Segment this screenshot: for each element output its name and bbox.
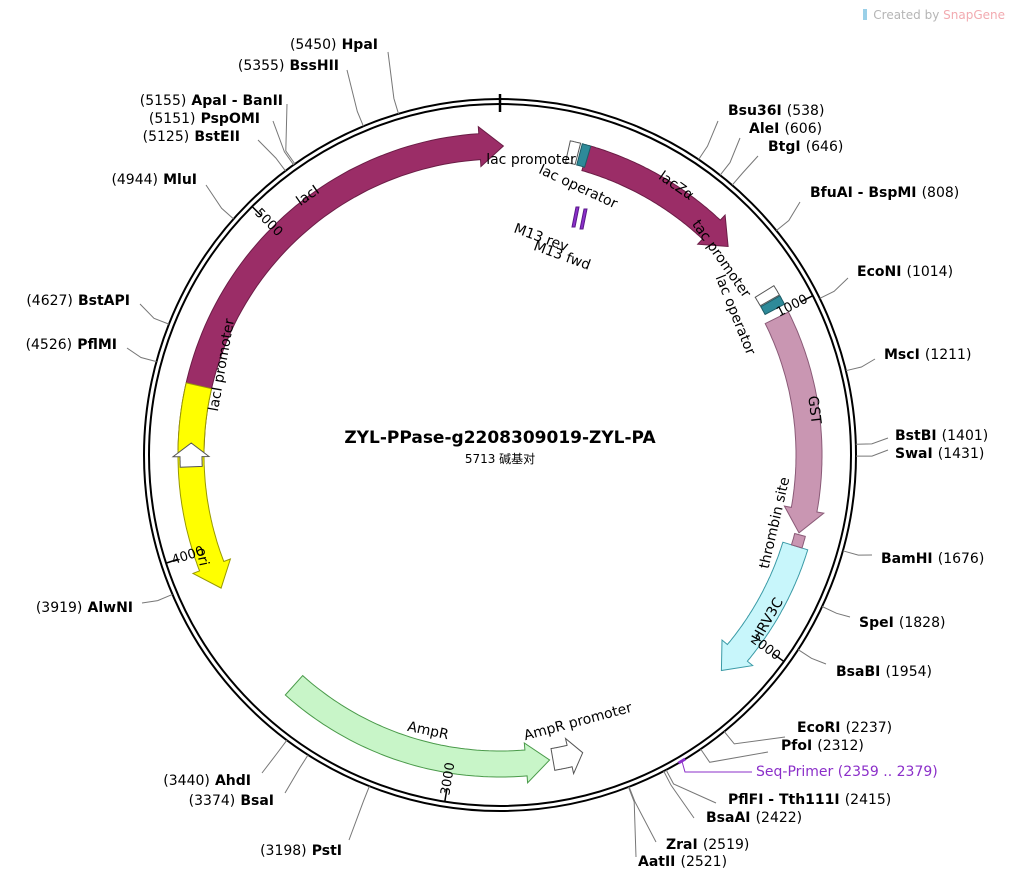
site-label-left-1[interactable]: (5355) BssHII [238,56,339,75]
site-leader-line [387,51,399,114]
site-leader-line [141,593,173,604]
site-leader-line [628,786,657,843]
site-leader-line [821,606,851,618]
site-leader-line [855,437,889,445]
site-leader-line [126,347,157,363]
site-label-right-6[interactable]: BstBI (1401) [895,426,988,445]
site-leader-line [797,649,827,665]
site-label-right-11[interactable]: EcoRI (2237) [797,718,892,737]
feature-lac-promoter-box[interactable] [564,140,582,166]
site-leader-line [663,770,695,819]
site-label-left-2[interactable]: (5155) ApaI - BanII [140,91,283,110]
plasmid-size: 5713 碱基对 [465,452,535,466]
feature-lac-operator-box[interactable] [576,143,592,168]
feature-lacI-arrow[interactable] [177,125,505,451]
site-label-left-7[interactable]: (4526) PflMI [26,335,117,354]
snapgene-logo-icon [863,9,868,20]
site-label-right-8[interactable]: BamHI (1676) [881,549,984,568]
feature-lacI-promoter-arrow[interactable] [171,442,211,468]
site-leader-line [842,550,873,556]
site-label-left-10[interactable]: (3374) BsaI [189,791,274,810]
site-leader-line [719,137,741,176]
site-label-left-5[interactable]: (4944) MluI [111,170,197,189]
site-label-right-15[interactable]: ZraI (2519) [666,835,749,854]
site-label-left-6[interactable]: (4627) BstAPI [26,291,130,310]
feature-label-GST: GST [804,395,823,425]
seq-primer-mark[interactable] [677,757,686,765]
site-leader-line [272,120,295,166]
plasmid-title: ZYL-PPase-g2208309019-ZYL-PA [344,428,656,448]
feature-lac-operator-2-box[interactable] [760,295,786,316]
site-label-right-7[interactable]: SwaI (1431) [895,444,984,463]
watermark-brand: SnapGene [943,8,1005,22]
site-label-left-0[interactable]: (5450) HpaI [290,35,378,54]
site-label-left-3[interactable]: (5151) PspOMI [149,109,260,128]
feature-AmpR-promoter-arrow[interactable] [550,737,584,776]
site-leader-line [285,103,296,165]
site-leader-line [700,748,769,763]
site-label-right-0[interactable]: Bsu36I (538) [728,101,824,120]
feature-lacZa-arrow[interactable] [581,144,729,248]
feature-label-AmpR-promoter: AmpR promoter [522,700,634,744]
feature-AmpR-arrow[interactable] [284,674,551,784]
seq-primer-leader [681,760,752,773]
feature-M13-rev-mark[interactable] [571,206,580,228]
tick-mark-3000 [444,788,448,802]
site-leader-line [205,184,234,220]
site-label-right-3[interactable]: BfuAI - BspMI (808) [810,183,959,202]
site-label-right-9[interactable]: SpeI (1828) [859,613,945,632]
site-leader-line [856,449,889,457]
site-label-left-11[interactable]: (3198) PstI [260,841,342,860]
site-leader-line [845,358,876,372]
tick-mark-4000 [165,558,179,564]
site-label-right-12[interactable]: PfoI (2312) [781,736,864,755]
site-leader-line [139,303,170,325]
site-label-right-13[interactable]: PflFI - Tth111I (2415) [728,790,891,809]
site-leader-line [665,769,717,804]
site-leader-line [257,139,286,172]
site-label-right-2[interactable]: BtgI (646) [768,137,843,156]
feature-thrombin-site-box[interactable] [790,532,806,549]
feature-label-lac-promoter: lac promoter [486,152,576,168]
site-leader-line [348,786,370,841]
watermark-prefix: Created by [873,8,940,22]
site-label-right-5[interactable]: MscI (1211) [884,345,971,364]
feature-ori-arrow[interactable] [177,382,232,589]
feature-M13-fwd-mark[interactable] [579,208,588,230]
site-leader-line [723,731,786,745]
site-leader-line [819,277,849,299]
feature-label-ori: ori [192,546,211,567]
snapgene-watermark: Created by SnapGene [863,8,1005,22]
site-label-right-16[interactable]: AatII (2521) [638,852,727,871]
site-label-left-4[interactable]: (5125) BstEII [143,127,240,146]
feature-GST-arrow[interactable] [764,311,825,534]
site-leader-line [346,69,364,127]
site-label-right-1[interactable]: AleI (606) [749,119,822,138]
site-label-right-4[interactable]: EcoNI (1014) [857,262,953,281]
seq-primer-label[interactable]: Seq-Primer (2359 .. 2379) [756,764,938,780]
site-label-right-14[interactable]: BsaAI (2422) [706,808,802,827]
feature-tac-promoter-box[interactable] [754,285,781,307]
feature-HRV3C-arrow[interactable] [720,541,809,672]
tick-mark-2000 [772,653,785,663]
site-label-left-9[interactable]: (3440) AhdI [163,771,251,790]
site-leader-line [627,786,637,858]
site-leader-line [775,201,801,231]
site-leader-line [261,739,288,774]
site-leader-line [284,754,309,794]
tick-label-3000: 3000 [438,761,458,796]
tick-mark-5000 [251,205,262,217]
site-leader-line [731,155,759,186]
site-label-left-8[interactable]: (3919) AlwNI [36,598,133,617]
site-leader-line [698,120,719,160]
tick-mark-1000 [800,295,814,303]
site-label-right-10[interactable]: BsaBI (1954) [836,662,932,681]
